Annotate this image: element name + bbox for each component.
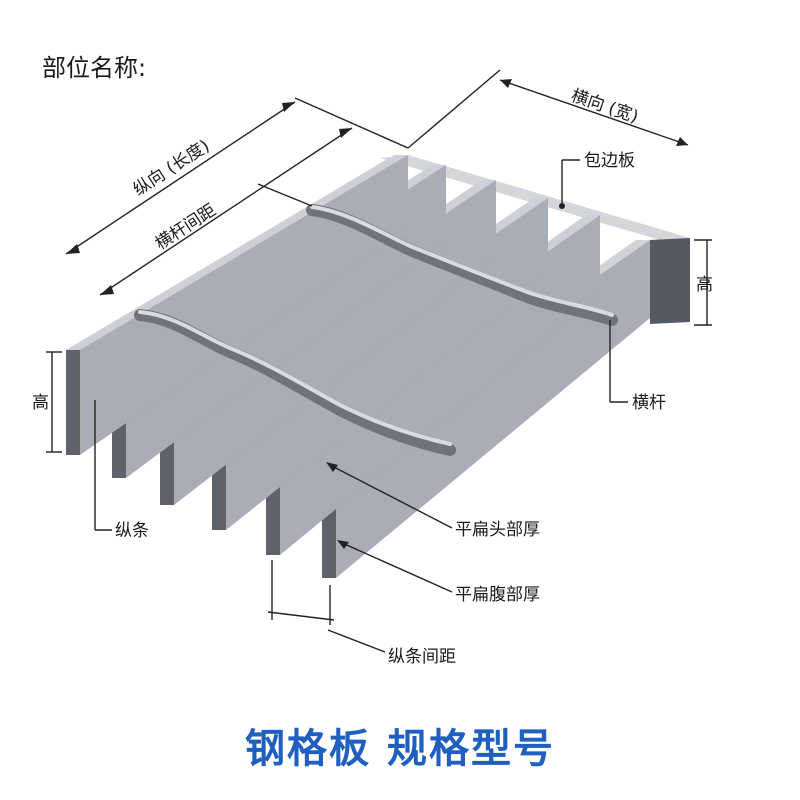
cross-bar — [134, 309, 456, 456]
width-label: 横向 (宽) — [568, 86, 640, 128]
cross-bar — [306, 204, 618, 326]
heading: 部位名称: — [42, 54, 146, 82]
grating-body — [66, 155, 690, 578]
bearing-bar-label: 纵条 — [115, 521, 149, 541]
web-thickness-callout: 平扁腹部厚 — [337, 540, 540, 605]
bearing-bar-pitch-label: 纵条间距 — [388, 647, 456, 667]
head-thickness-callout: 平扁头部厚 — [326, 462, 540, 540]
edge-band-top — [380, 155, 690, 240]
left-height-dimension: 高 — [32, 351, 62, 453]
cross-bar-callout: 横杆 — [609, 320, 666, 413]
web-thickness-label: 平扁腹部厚 — [455, 585, 540, 605]
head-thickness-label: 平扁头部厚 — [455, 520, 540, 540]
edge-band-face — [650, 238, 690, 324]
cross-bar-pitch-label: 横杆间距 — [152, 200, 220, 254]
right-height-label: 高 — [696, 275, 713, 295]
bearing-bar — [66, 155, 408, 455]
edge-band-callout: 包边板 — [559, 151, 635, 209]
title: 钢格板 规格型号 — [245, 726, 555, 772]
width-dimension: 横向 (宽) — [407, 69, 689, 149]
left-height-label: 高 — [32, 393, 49, 413]
bearing-bar-callout: 纵条 — [94, 400, 149, 541]
bearing-bar-pitch-dimension: 纵条间距 — [267, 560, 456, 667]
length-label: 纵向 (长度) — [130, 136, 214, 200]
edge-band-label: 包边板 — [584, 151, 635, 171]
cross-bar-label: 横杆 — [632, 393, 666, 413]
right-height-dimension: 高 — [694, 239, 713, 326]
